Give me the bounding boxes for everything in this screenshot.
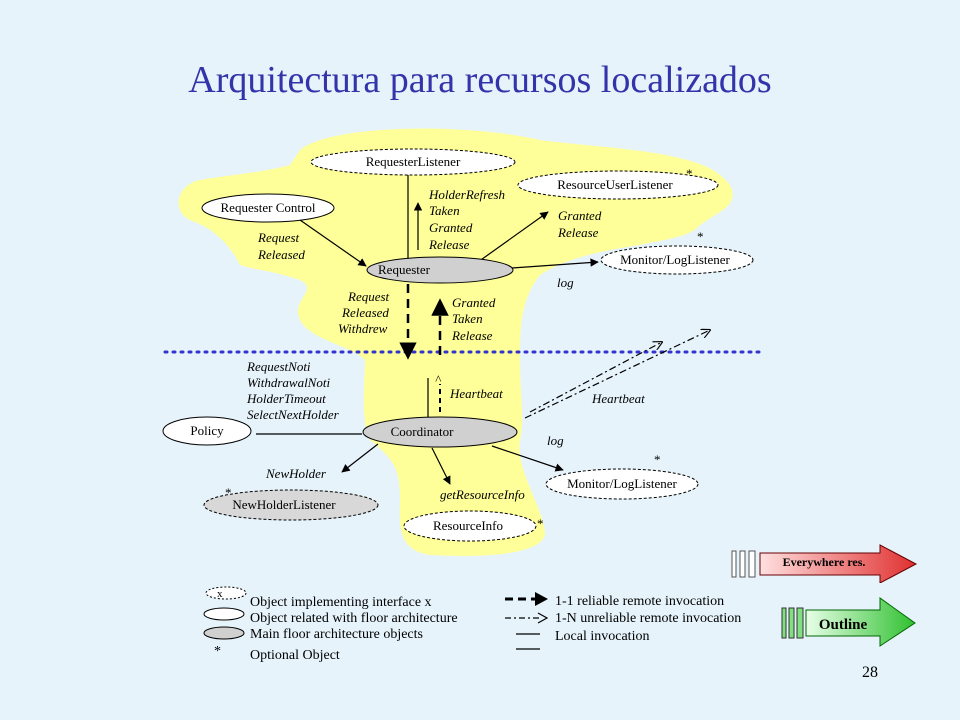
label-taken: Taken [429,203,460,218]
legend-main-label: Main floor architecture objects [250,627,423,642]
legend-interface-label: Object implementing interface x [250,595,432,610]
arrow-control-to-requester [299,219,367,267]
legend-x-marker: x [217,588,223,600]
label-withdrawal-noti: WithdrawalNoti [247,375,330,390]
arrow-requester-to-resource-user-listener [477,211,549,263]
everywhere-res-label: Everywhere res. [782,555,866,569]
label-released: Released [257,247,305,262]
node-monitor-top-label: Monitor/LogListener [620,252,730,267]
label-granted: Granted [558,208,602,223]
legend-unreliable-label: 1-N unreliable remote invocation [555,611,741,626]
label-release: Release [451,328,493,343]
node-resource-user-listener-label: ResourceUserListener [557,177,673,192]
label-caret: ^ [435,372,442,387]
node-monitor-log-listener-bottom: Monitor/LogListener [545,468,699,500]
labels-request-withdrew-group: Request Released Withdrew [338,289,390,336]
node-resource-info: ResourceInfo [403,510,537,542]
node-policy: Policy [162,416,252,446]
legend-item-reliable: 1-1 reliable remote invocation [505,592,724,609]
label-new-holder: NewHolder [265,466,327,481]
legend-star-marker: * [214,644,221,659]
outline-label: Outline [818,617,868,633]
labels-holder-refresh-group: HolderRefresh Taken Granted Release [428,187,505,252]
optional-star: * [697,229,704,244]
node-requester: Requester [366,256,514,284]
label-request: Request [347,289,390,304]
page-number: 28 [862,664,878,681]
node-monitor-bottom-label: Monitor/LogListener [567,476,677,491]
optional-star: * [654,452,661,467]
legend-item-main: Main floor architecture objects [203,626,423,642]
node-coordinator-label: Coordinator [391,424,454,439]
node-policy-label: Policy [190,423,224,438]
slide-title: Arquitectura para recursos localizados [188,59,772,101]
node-new-holder-listener-label: NewHolderListener [232,497,336,512]
labels-granted-taken-release-group: Granted Taken Release [451,295,496,343]
legend-item-optional: * Optional Object [214,644,340,663]
legend: x Object implementing interface x Object… [203,586,741,663]
node-resource-info-label: ResourceInfo [433,518,503,533]
label-get-resource-info: getResourceInfo [440,487,525,502]
floor-cloud [178,128,733,556]
label-granted: Granted [452,295,496,310]
legend-item-local: Local invocation [516,629,649,650]
label-release: Release [428,237,470,252]
arrow-heartbeat-multicast-2 [524,330,710,419]
label-heartbeat: Heartbeat [591,391,645,406]
node-coordinator: Coordinator [362,416,518,448]
everywhere-res-button[interactable]: Everywhere res. [730,543,920,583]
arrow-requester-to-monitor-top [511,258,599,269]
label-taken: Taken [452,311,483,326]
arrow-heartbeat-multicast-1 [529,342,662,413]
label-log: log [547,433,564,448]
label-released: Released [341,305,389,320]
label-select-next-holder: SelectNextHolder [247,407,340,422]
outline-button[interactable]: Outline [780,596,920,648]
label-holder-refresh: HolderRefresh [428,187,505,202]
legend-item-unreliable: 1-N unreliable remote invocation [505,611,741,626]
labels-granted-release-group: Granted Release [557,208,602,240]
optional-star: * [537,516,544,531]
legend-item-interface: x Object implementing interface x [205,586,432,610]
node-requester-listener: RequesterListener [310,148,516,176]
label-withdrew: Withdrew [338,321,388,336]
legend-related-label: Object related with floor architecture [250,611,458,626]
legend-item-related: Object related with floor architecture [203,607,458,626]
node-resource-user-listener: ResourceUserListener [517,170,719,200]
label-holder-timeout: HolderTimeout [246,391,326,406]
arrow-coordinator-to-new-holder-listener [341,443,379,473]
arrow-coordinator-to-resource-info [431,447,451,485]
optional-star: * [225,485,232,500]
label-request-noti: RequestNoti [246,359,311,374]
label-log: log [557,275,574,290]
legend-optional-label: Optional Object [250,648,340,663]
node-new-holder-listener: NewHolderListener [203,489,379,521]
label-heartbeat: Heartbeat [449,386,503,401]
node-requester-control: Requester Control [201,193,335,223]
node-requester-label: Requester [378,262,431,277]
label-granted: Granted [429,220,473,235]
optional-star: * [686,166,693,181]
labels-policy-calls-group: RequestNoti WithdrawalNoti HolderTimeout… [246,359,340,422]
node-requester-control-label: Requester Control [221,200,316,215]
legend-local-label: Local invocation [555,629,649,644]
node-requester-listener-label: RequesterListener [366,154,461,169]
label-request: Request [257,230,300,245]
labels-request-released-group: Request Released [257,230,305,262]
node-monitor-log-listener-top: Monitor/LogListener [600,245,754,275]
label-release: Release [557,225,599,240]
legend-reliable-label: 1-1 reliable remote invocation [555,594,724,609]
arrow-coordinator-to-monitor-bottom [491,445,564,472]
